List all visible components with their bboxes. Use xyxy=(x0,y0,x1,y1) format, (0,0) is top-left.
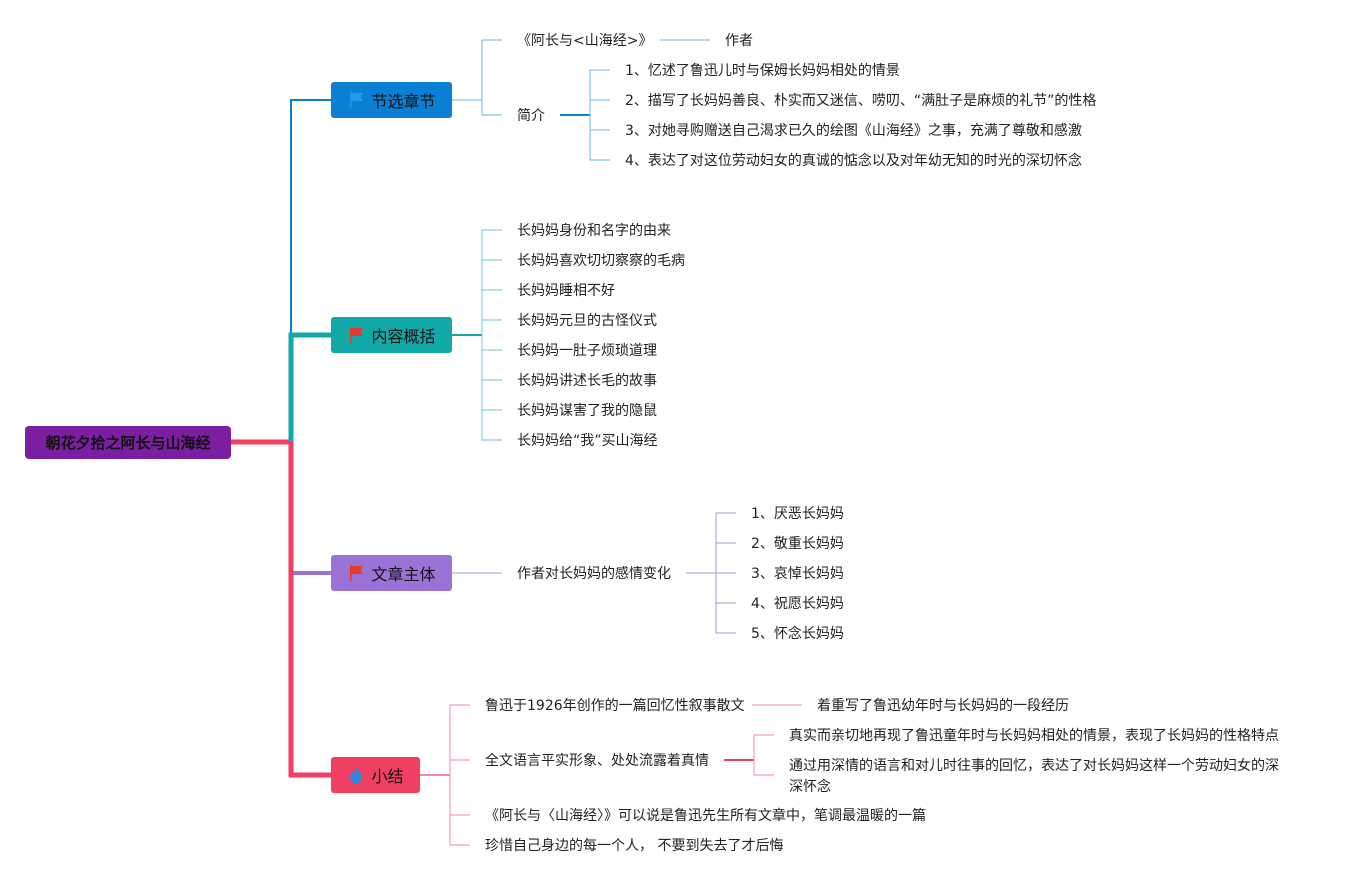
node-emotion-item[interactable]: 1、厌恶长妈妈 xyxy=(751,506,844,522)
child-connector xyxy=(481,100,502,116)
child-connector xyxy=(589,69,610,115)
child-connector xyxy=(481,335,502,351)
node-summary-item[interactable]: 长妈妈给“我”买山海经 xyxy=(517,433,658,449)
node-conclusion-item[interactable]: 全文语言平实形象、处处流露着真情 xyxy=(485,753,709,769)
branch-connector xyxy=(289,442,331,575)
flag-icon xyxy=(350,565,364,581)
child-connector xyxy=(753,734,774,760)
node-intro-item[interactable]: 2、描写了长妈妈善良、朴实而又迷信、唠叨、“满肚子是麻烦的礼节”的性格 xyxy=(625,93,1097,109)
node-intro-item[interactable]: 4、表达了对这位劳动妇女的真诚的惦念以及对年幼无知的时光的深切怀念 xyxy=(625,153,1082,169)
branch-content-summary[interactable]: 内容概括 xyxy=(331,317,452,353)
branch-main-body[interactable]: 文章主体 xyxy=(331,555,452,591)
branch-connector xyxy=(290,99,331,442)
node-conclusion-item[interactable]: 《阿长与〈山海经〉》可以说是鲁迅先生所有文章中，笔调最温暖的一篇 xyxy=(485,808,926,824)
child-connector xyxy=(715,542,736,573)
child-connector xyxy=(449,775,470,816)
child-connector xyxy=(481,319,502,335)
node-conclusion-item[interactable]: 鲁迅于1926年创作的一篇回忆性叙事散文 xyxy=(485,698,745,714)
node-summary-item[interactable]: 长妈妈元旦的古怪仪式 xyxy=(517,313,657,329)
child-connector xyxy=(481,335,502,381)
flag-icon xyxy=(350,92,364,108)
root-node[interactable]: 朝花夕拾之阿长与山海经 xyxy=(25,426,231,459)
child-connector xyxy=(715,573,736,634)
child-connector xyxy=(481,335,502,411)
branch-label: 文章主体 xyxy=(371,565,436,584)
node-emotion-change[interactable]: 作者对长妈妈的感情变化 xyxy=(517,566,671,582)
node-emotion-item[interactable]: 5、怀念长妈妈 xyxy=(751,626,844,642)
node-emotion-item[interactable]: 2、敬重长妈妈 xyxy=(751,536,844,552)
node-conclusion-detail[interactable]: 通过用深情的语言和对儿时往事的回忆，表达了对长妈妈这样一个劳动妇女的深深怀念 xyxy=(789,758,1279,795)
child-connector xyxy=(481,229,502,335)
node-summary-item[interactable]: 长妈妈一肚子烦琐道理 xyxy=(517,343,657,359)
child-connector xyxy=(452,39,502,101)
node-emotion-item[interactable]: 3、哀悼长妈妈 xyxy=(751,566,844,582)
child-connector xyxy=(481,335,502,441)
node-author[interactable]: 作者 xyxy=(725,33,753,49)
branch-excerpt-chapter[interactable]: 节选章节 xyxy=(331,82,452,118)
child-connector xyxy=(481,259,502,335)
child-connector xyxy=(589,99,610,115)
branch-label: 小结 xyxy=(371,767,404,786)
child-connector xyxy=(589,115,610,131)
child-connector xyxy=(589,115,610,161)
node-summary-item[interactable]: 长妈妈喜欢切切察察的毛病 xyxy=(517,253,685,269)
fire-icon xyxy=(350,767,363,784)
child-connector xyxy=(481,289,502,335)
child-connector xyxy=(449,704,470,775)
node-conclusion-item[interactable]: 珍惜自己身边的每一个人， 不要到失去了才后悔 xyxy=(485,838,784,854)
node-emotion-item[interactable]: 4、祝愿长妈妈 xyxy=(751,596,844,612)
node-intro[interactable]: 简介 xyxy=(517,108,545,124)
node-summary-item[interactable]: 长妈妈谋害了我的隐鼠 xyxy=(517,403,657,419)
flag-icon xyxy=(350,327,364,343)
node-summary-item[interactable]: 长妈妈睡相不好 xyxy=(517,283,615,299)
child-connector xyxy=(449,759,470,775)
child-connector xyxy=(715,573,736,604)
node-intro-item[interactable]: 3、对她寻购赠送自己渴求已久的绘图《山海经》之事，充满了尊敬和感激 xyxy=(625,123,1082,139)
node-intro-item[interactable]: 1、忆述了鲁迅儿时与保姆长妈妈相处的情景 xyxy=(625,63,900,79)
node-conclusion-detail[interactable]: 着重写了鲁迅幼年时与长妈妈的一段经历 xyxy=(817,698,1069,714)
node-summary-item[interactable]: 长妈妈讲述长毛的故事 xyxy=(517,373,657,389)
root-label: 朝花夕拾之阿长与山海经 xyxy=(45,434,211,452)
node-article-title[interactable]: 《阿长与<山海经>》 xyxy=(517,33,653,49)
node-summary-item[interactable]: 长妈妈身份和名字的由来 xyxy=(517,223,671,239)
branch-connector xyxy=(288,332,331,442)
branch-connector xyxy=(288,442,331,778)
node-conclusion-detail[interactable]: 真实而亲切地再现了鲁迅童年时与长妈妈相处的情景，表现了长妈妈的性格特点 xyxy=(789,728,1279,744)
branch-label: 内容概括 xyxy=(371,327,436,346)
branch-conclusion[interactable]: 小结 xyxy=(331,757,420,793)
branch-label: 节选章节 xyxy=(371,92,436,111)
child-connector xyxy=(449,775,470,846)
child-connector xyxy=(753,760,774,776)
